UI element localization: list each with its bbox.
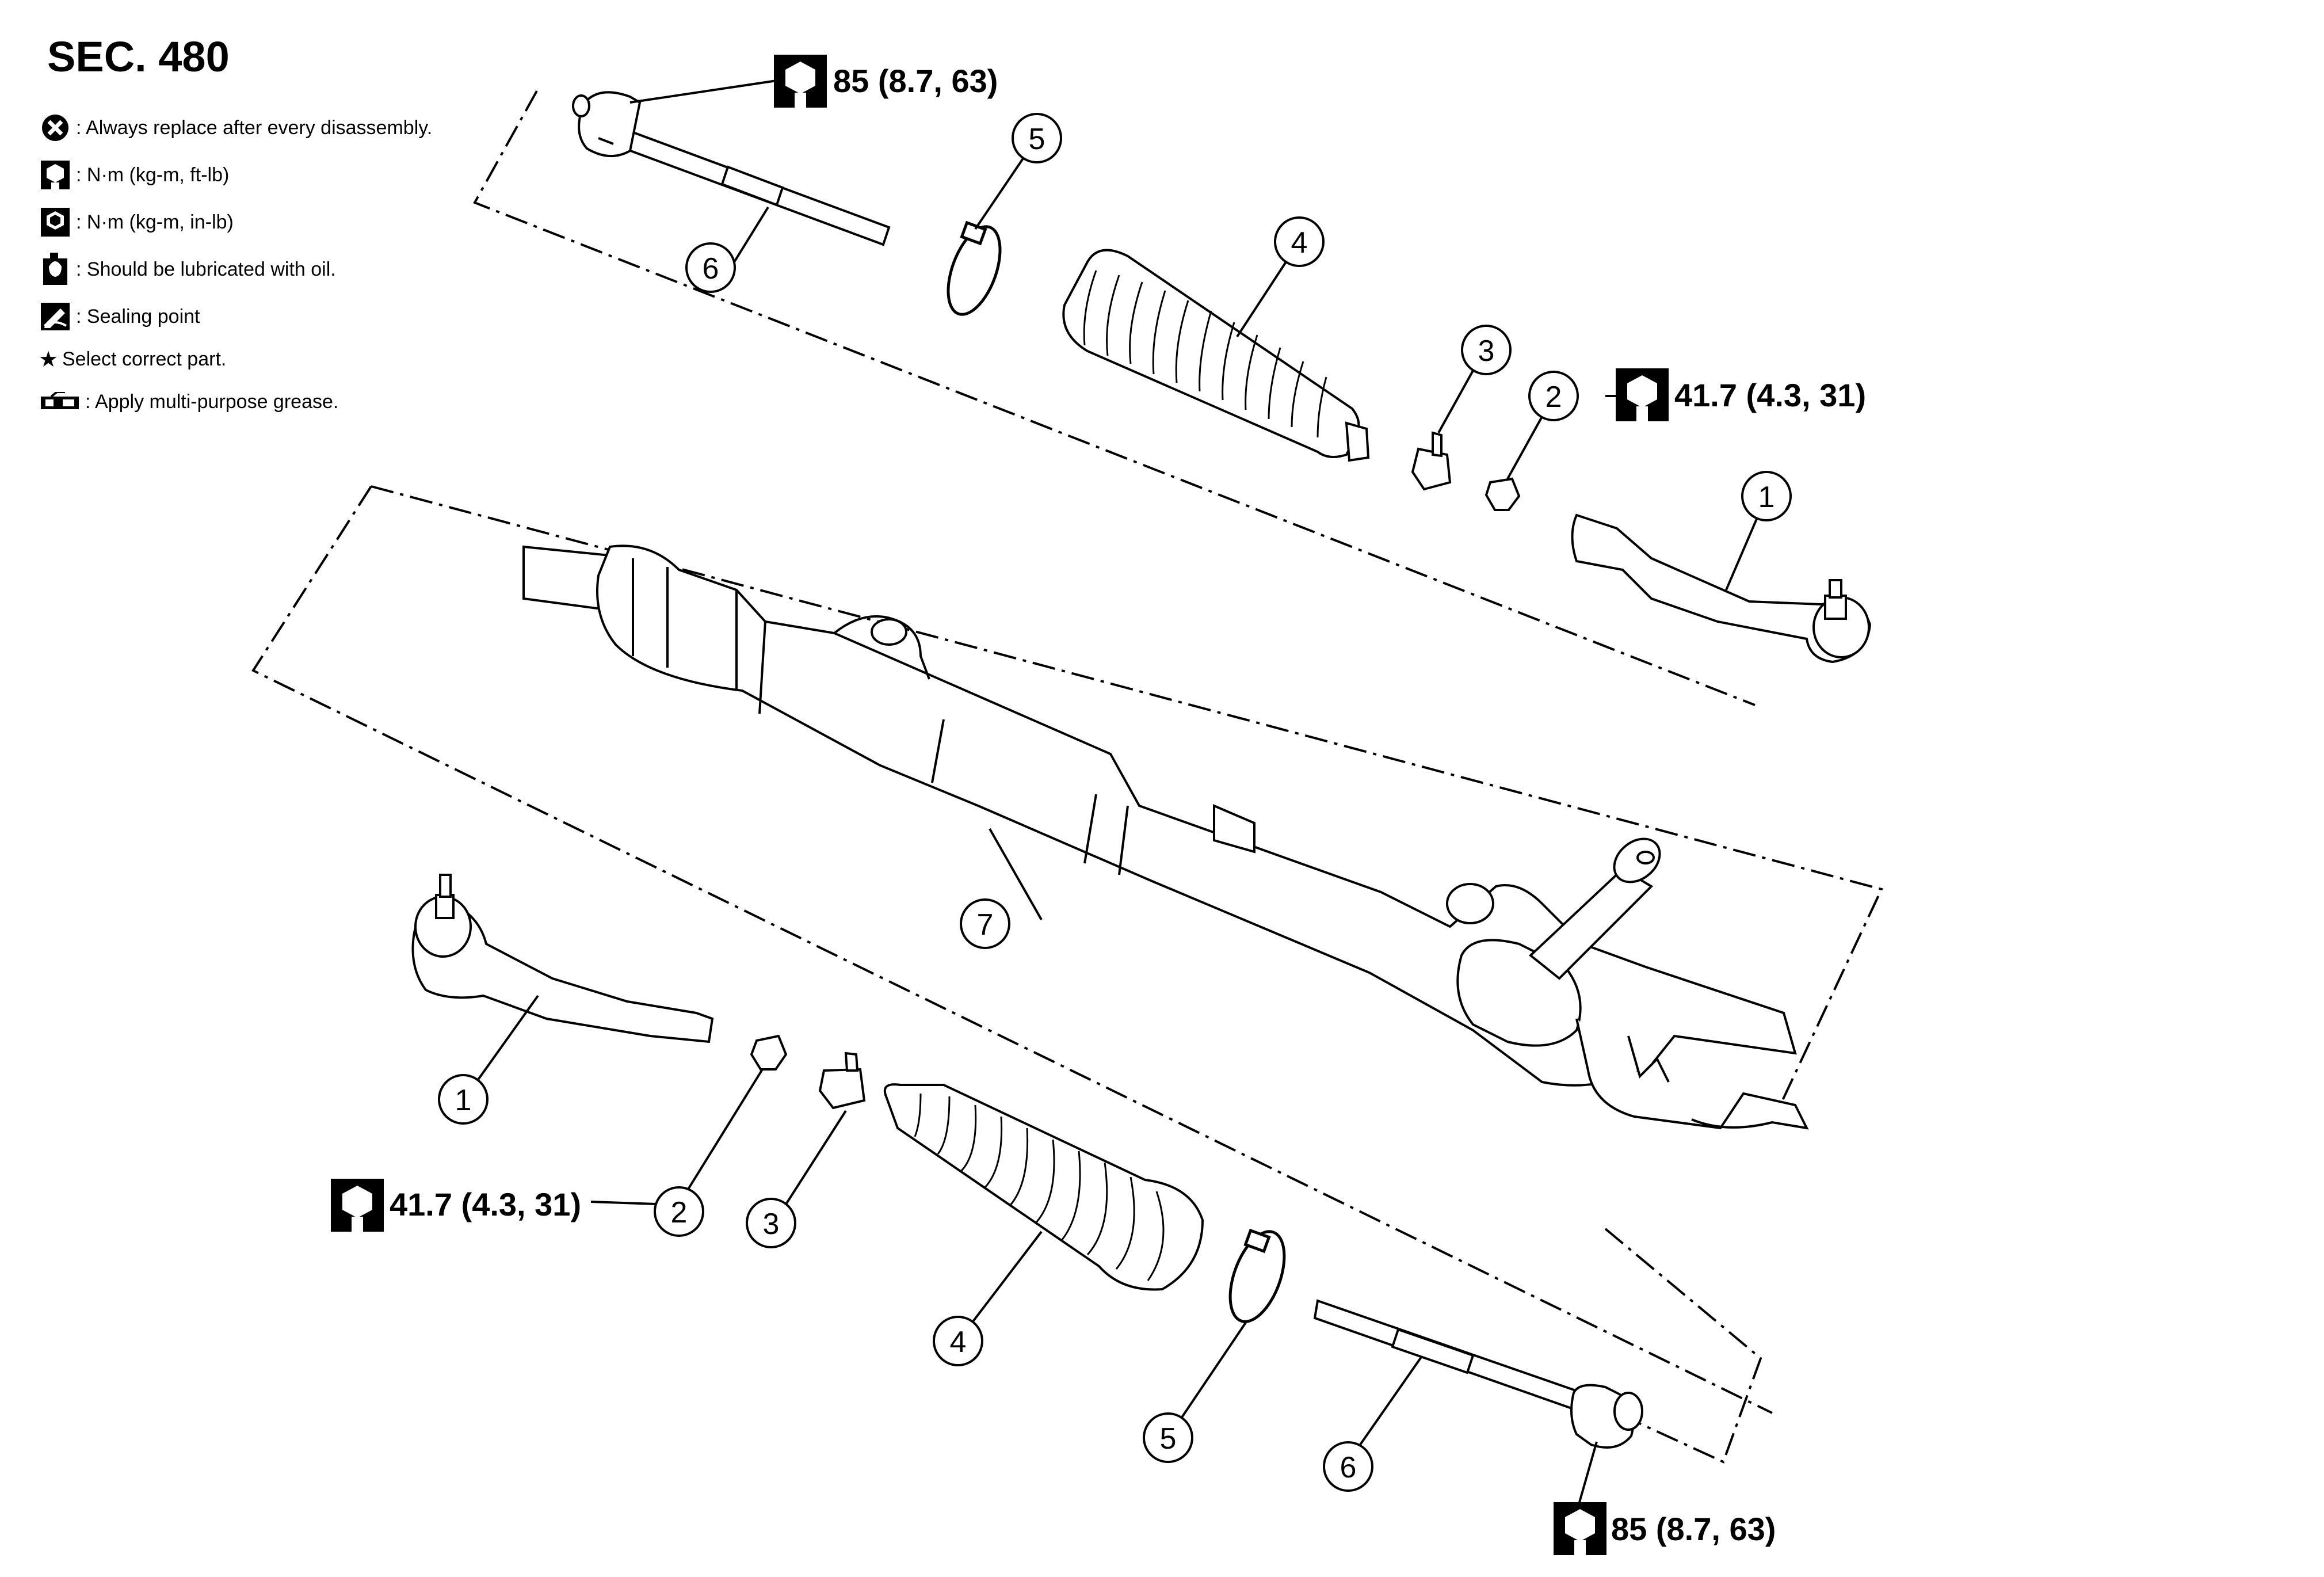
torque-wrench-icon [1554, 1502, 1606, 1555]
callout-circle-3-lower [746, 1198, 796, 1248]
rack-boot-upper [1062, 249, 1370, 462]
callout-circle-1-upper [1741, 471, 1792, 521]
torque-spec-inner-bottom: 85 (8.7, 63) [1554, 1502, 1776, 1555]
inner-tie-rod-upper [572, 91, 891, 246]
legend-text-star: Select correct part. [62, 348, 227, 370]
torque-value-nut-top: 41.7 (4.3, 31) [1674, 377, 1866, 413]
legend-text-replace: : Always replace after every disassembly… [76, 116, 433, 139]
outer-tie-rod-end-upper [1571, 513, 1872, 664]
torque-spec-nut-top: 41.7 (4.3, 31) [1616, 368, 1866, 421]
callout-circle-4-upper [1274, 216, 1325, 267]
callout-numbers: 5 6 4 3 2 1 7 1 2 3 4 5 6 [455, 123, 1775, 1484]
callout-circle-6-upper [685, 242, 736, 293]
callout-5-lower: 5 [1160, 1422, 1177, 1456]
boot-clamp-lower [1228, 1228, 1286, 1323]
callout-4-upper: 4 [1291, 226, 1308, 260]
callout-circle-2-lower [654, 1186, 704, 1237]
callout-circle-3-upper [1461, 325, 1512, 375]
legend-row-grease: : Apply multi-purpose grease. [38, 381, 432, 422]
lock-nut-lower [750, 1034, 788, 1071]
lock-nut-upper [1485, 477, 1521, 511]
legend-row-oil: : Should be lubricated with oil. [38, 249, 432, 290]
legend-text-grease: : Apply multi-purpose grease. [85, 390, 339, 413]
legend-row-replace: : Always replace after every disassembly… [38, 107, 432, 148]
callout-3-lower: 3 [763, 1207, 780, 1241]
always-replace-icon [38, 111, 72, 145]
callout-4-lower: 4 [950, 1325, 967, 1359]
section-title: SEC. 480 [47, 33, 230, 81]
boot-clamp-upper [947, 220, 1002, 316]
legend-text-sealing: : Sealing point [76, 305, 200, 327]
callout-6-lower: 6 [1340, 1451, 1357, 1484]
callout-circle-2-upper [1528, 371, 1579, 421]
steering-gear-assembly [522, 544, 1809, 1130]
callout-1-upper: 1 [1758, 481, 1775, 514]
oil-can-icon [38, 252, 72, 287]
legend-row-inlb: : N·m (kg-m, in-lb) [38, 201, 432, 243]
torque-wrench-icon [38, 158, 72, 192]
callout-7: 7 [977, 908, 994, 942]
callout-3-upper: 3 [1478, 334, 1495, 368]
boundary-lower-tierod [1604, 1228, 1762, 1464]
torque-value-inner-bottom: 85 (8.7, 63) [1611, 1511, 1776, 1547]
torque-value-inner-top: 85 (8.7, 63) [833, 63, 998, 99]
callout-1-lower: 1 [455, 1084, 472, 1117]
callout-5-upper: 5 [1029, 123, 1045, 156]
legend-row-sealing: : Sealing point [38, 296, 432, 337]
boot-clip-lower [818, 1052, 866, 1110]
callout-2-upper: 2 [1545, 380, 1562, 414]
legend-row-star: ★ Select correct part. [38, 343, 432, 375]
callout-circle-1-lower [438, 1074, 489, 1125]
callout-circle-4-lower [933, 1316, 983, 1366]
sealing-point-icon [38, 299, 72, 334]
torque-spec-nut-bottom: 41.7 (4.3, 31) [331, 1179, 581, 1232]
boot-clip-upper [1411, 431, 1452, 491]
boundary-rack-right [371, 485, 1883, 1123]
callout-circle-5-lower [1143, 1412, 1193, 1463]
legend-text-oil: : Should be lubricated with oil. [76, 258, 336, 280]
callout-circles [438, 113, 1792, 1492]
outer-tie-rod-end-lower [411, 874, 714, 1043]
torque-spec-inner-top: 85 (8.7, 63) [774, 55, 998, 108]
torque-wrench-inlb-icon [38, 205, 72, 239]
legend-row-ftlb: : N·m (kg-m, ft-lb) [38, 154, 432, 196]
callout-circle-7 [960, 898, 1010, 949]
torque-wrench-icon [331, 1179, 384, 1232]
callout-6-upper: 6 [703, 252, 719, 285]
legend-text-inlb: : N·m (kg-m, in-lb) [76, 211, 234, 233]
boundary-upper-tierod [473, 90, 1756, 706]
boundary-lines [251, 90, 1883, 1464]
grease-gun-icon [38, 384, 82, 419]
star-icon: ★ [38, 347, 59, 372]
inner-tie-rod-lower [1313, 1299, 1643, 1449]
torque-wrench-icon [1616, 368, 1669, 421]
boundary-rack-bottom [251, 485, 1773, 1414]
callout-circle-5-upper [1012, 113, 1062, 163]
legend-text-ftlb: : N·m (kg-m, ft-lb) [76, 163, 230, 186]
legend: : Always replace after every disassembly… [38, 107, 432, 428]
rack-boot-lower [883, 1083, 1204, 1291]
callout-circle-6-lower [1323, 1441, 1373, 1492]
torque-wrench-icon [774, 55, 827, 108]
callout-2-lower: 2 [671, 1196, 688, 1229]
torque-value-nut-bottom: 41.7 (4.3, 31) [390, 1186, 581, 1222]
